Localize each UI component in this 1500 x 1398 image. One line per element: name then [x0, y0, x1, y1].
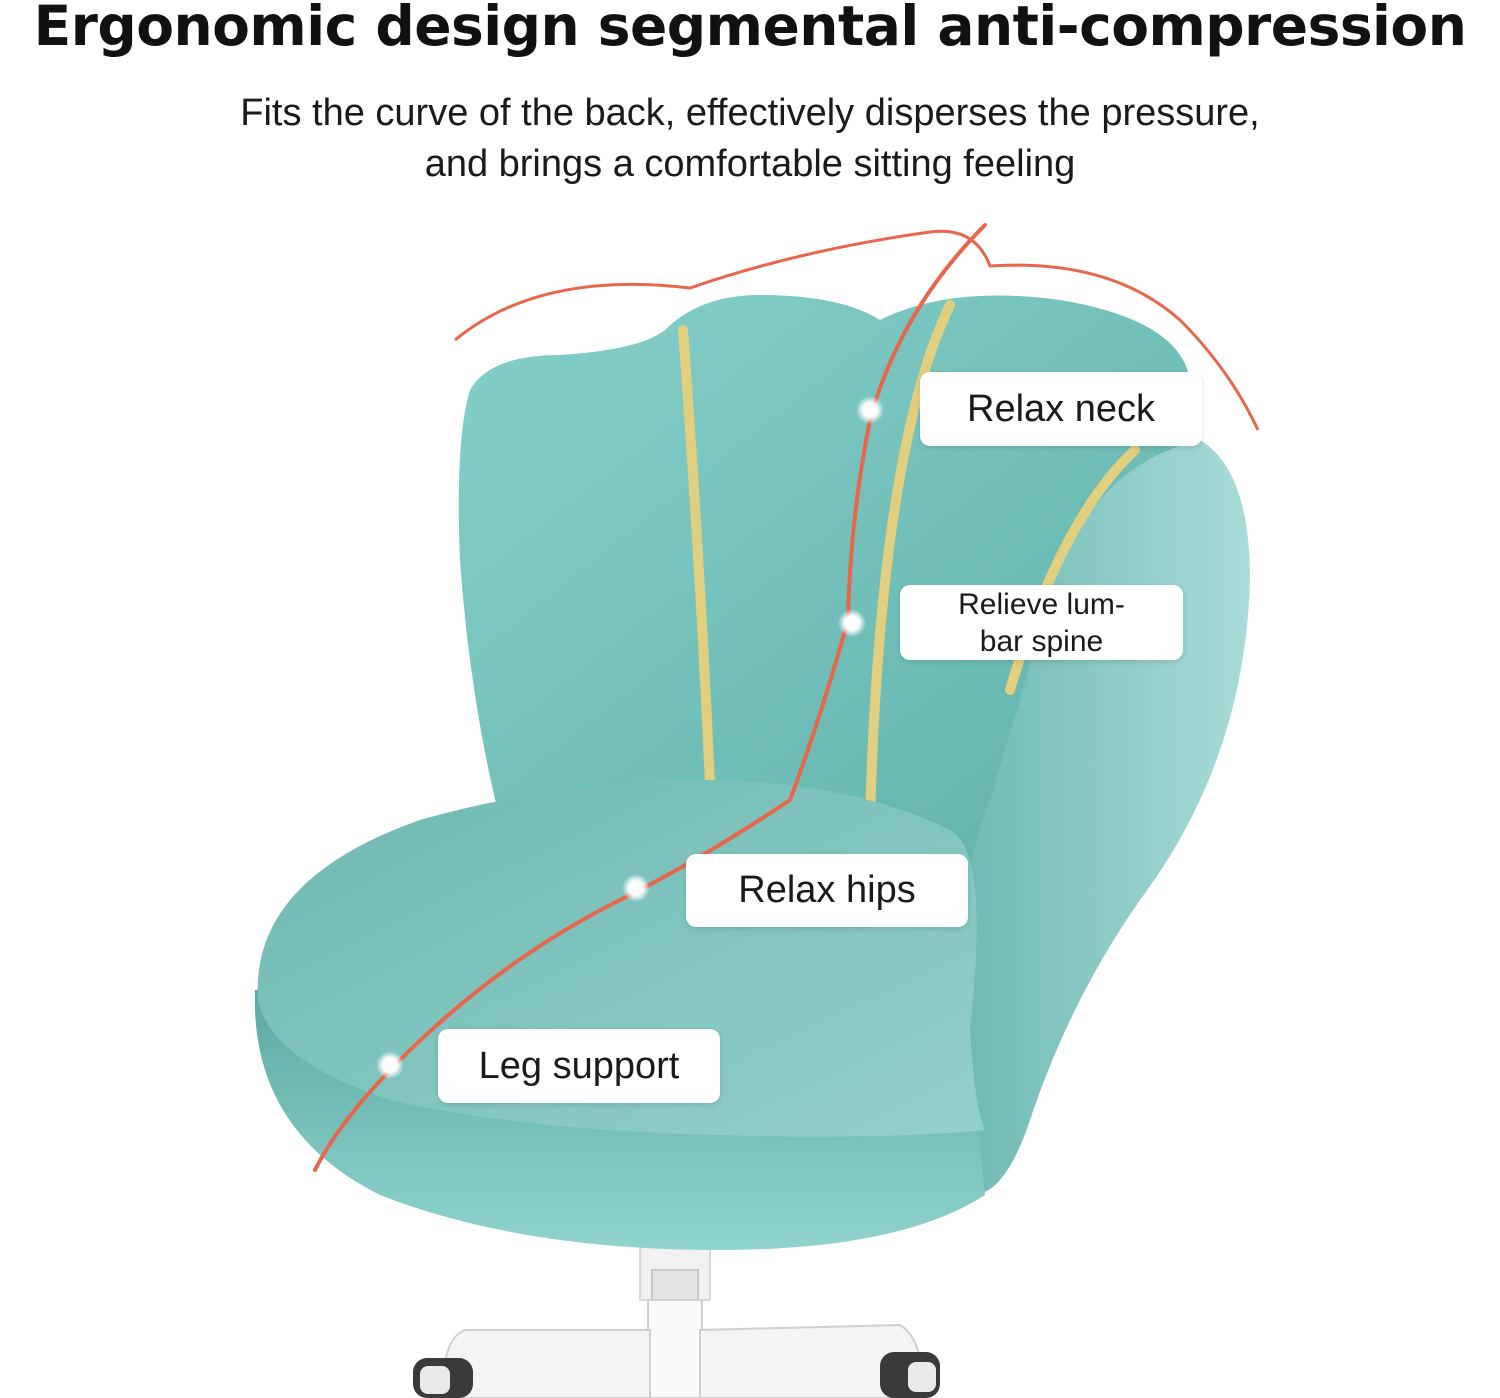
callout-relax-hips: Relax hips — [686, 854, 968, 927]
subtitle-line-2: and brings a comfortable sitting feeling — [424, 143, 1076, 185]
callout-leg-support-label: Leg support — [478, 1044, 680, 1087]
callout-relax-neck: Relax neck — [920, 372, 1202, 446]
callout-leg-support: Leg support — [438, 1029, 720, 1103]
callout-relieve-lumbar: Relieve lum- bar spine — [900, 585, 1183, 660]
subtitle-line-1: Fits the curve of the back, effectively … — [240, 92, 1260, 134]
pressure-point-dots — [376, 396, 884, 1079]
callout-relieve-lumbar-line1: Relieve lum- — [958, 587, 1125, 621]
callout-relax-hips-label: Relax hips — [738, 869, 916, 911]
callout-relieve-lumbar-line2: bar spine — [979, 624, 1104, 658]
back-curve-line — [454, 229, 1260, 431]
callout-relax-neck-label: Relax neck — [967, 387, 1155, 430]
page-title: Ergonomic design segmental anti-compress… — [33, 0, 1467, 58]
